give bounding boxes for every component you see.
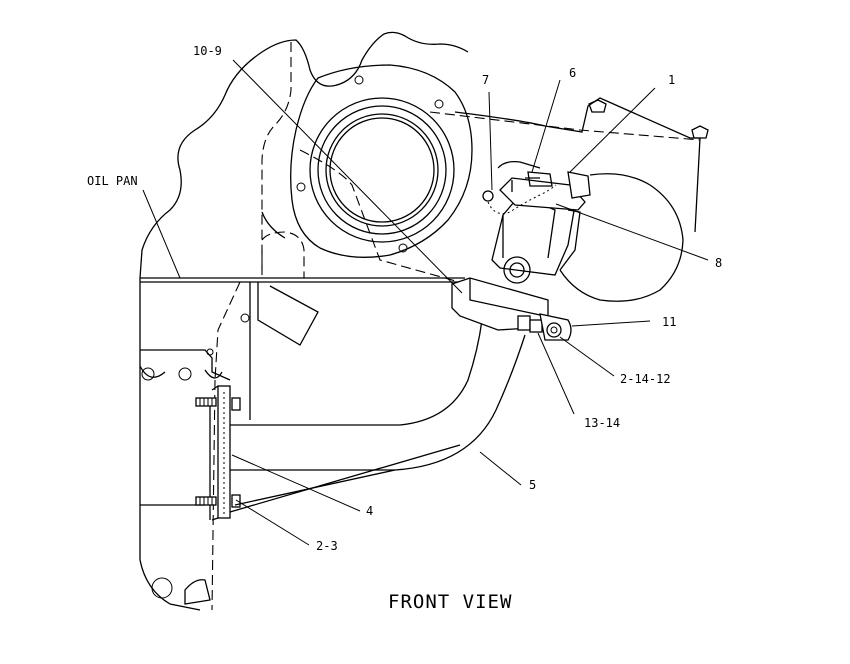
callout-5: 5: [529, 478, 536, 492]
oil-pan-body: [139, 281, 319, 611]
leader-2-14-12: [559, 336, 615, 377]
front-seal-housing: [290, 64, 473, 258]
callout-7: 7: [482, 73, 489, 87]
callout-10-9: 10-9: [193, 44, 222, 58]
oil-pan-rail: [140, 231, 470, 283]
bolt-hole: [398, 243, 408, 253]
leader-11: [571, 320, 651, 327]
leader-6: [531, 79, 561, 173]
callout-6: 6: [569, 66, 576, 80]
callout-oil-pan: OIL PAN: [87, 174, 138, 188]
leader-oil-pan: [142, 189, 181, 279]
engine-block-outline: [139, 31, 469, 611]
callout-13-14: 13-14: [584, 416, 620, 430]
valve-body: [482, 160, 591, 284]
bolt-hole: [296, 182, 306, 192]
drain-valve-block: [451, 277, 572, 341]
leader-lines: [142, 59, 709, 546]
bolt-hole: [354, 75, 364, 85]
view-title: FRONT VIEW: [388, 591, 512, 613]
frame-member: [299, 97, 709, 286]
leader-4: [231, 454, 361, 512]
leader-1: [569, 87, 656, 173]
bolt-hole: [434, 99, 444, 109]
callout-2-14-12: 2-14-12: [620, 372, 671, 386]
leader-10-9: [232, 59, 463, 294]
leader-7: [488, 91, 493, 191]
callout-4: 4: [366, 504, 373, 518]
mounting-bracket: [195, 385, 241, 521]
starter-drum: [559, 173, 684, 302]
leader-8: [555, 203, 709, 261]
callout-1: 1: [668, 73, 675, 87]
callout-2-3: 2-3: [316, 539, 338, 553]
leader-2-3: [235, 499, 310, 546]
leader-13-14: [537, 332, 575, 415]
callout-8: 8: [715, 256, 722, 270]
oil-tube: [229, 319, 526, 513]
callout-11: 11: [662, 315, 676, 329]
leader-5: [479, 451, 522, 486]
